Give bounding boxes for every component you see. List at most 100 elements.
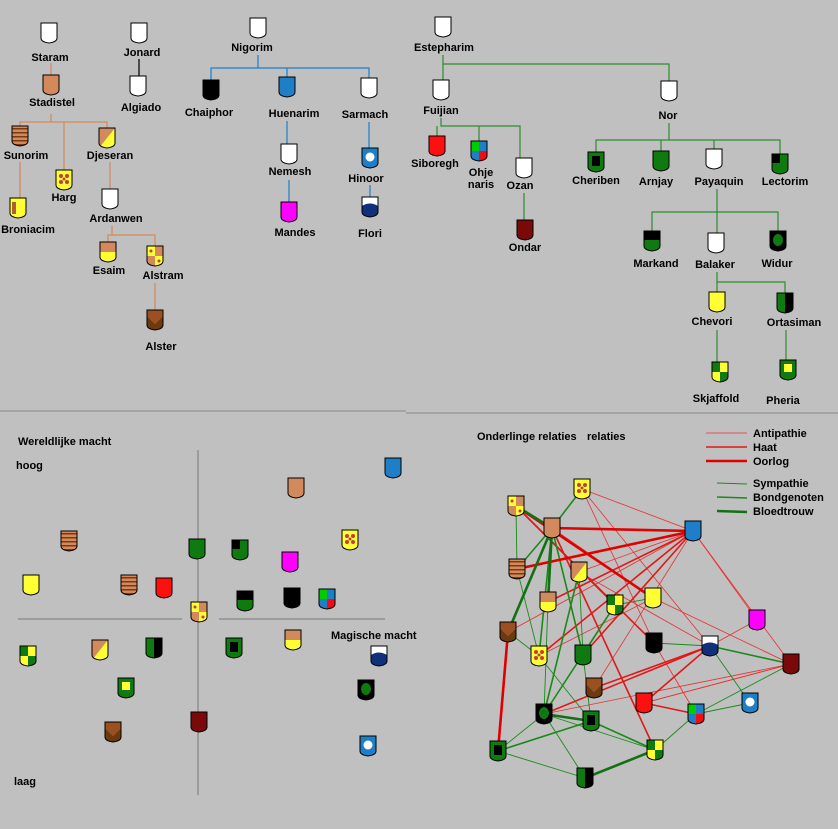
legend-swatch-bondgenoten bbox=[716, 496, 748, 499]
power-19-shield-icon bbox=[370, 645, 388, 667]
relations-title-suffix: relaties bbox=[587, 431, 626, 443]
tree-label-hinoor: Hinoor bbox=[348, 173, 384, 185]
nemesh-shield-icon bbox=[280, 143, 298, 165]
relation-antipathie-s2-s4 bbox=[581, 488, 694, 532]
edge-ardanwen-alstram bbox=[112, 234, 156, 246]
tree-node-nigorim: Nigorim bbox=[231, 17, 273, 54]
relation-node-s25-shield-icon bbox=[576, 767, 594, 789]
staram-shield-icon bbox=[40, 22, 58, 44]
relation-antipathie-s2-s14 bbox=[581, 488, 655, 644]
relation-bondgenoten-s15-s16 bbox=[709, 645, 792, 665]
relation-antipathie-s6-s4 bbox=[578, 530, 694, 573]
edge-payaquin-markand bbox=[651, 189, 718, 231]
tree-label-nigorim: Nigorim bbox=[231, 42, 273, 54]
relation-haat-s7-s4 bbox=[547, 530, 694, 603]
power-8-shield-icon bbox=[120, 574, 138, 596]
tree-node-flori: Flori bbox=[358, 196, 382, 240]
tree-label-ohjenaris-0: Ohje bbox=[469, 167, 493, 179]
edge-stadistel-sunorim bbox=[19, 114, 52, 126]
tree-node-algiado: Algiado bbox=[121, 75, 161, 114]
tree-label-balaker: Balaker bbox=[695, 259, 735, 271]
relation-sympathie-s21-s24 bbox=[543, 713, 656, 751]
cheriben-shield-icon bbox=[587, 151, 605, 173]
relation-bondgenoten-s6-s21 bbox=[543, 571, 580, 715]
tree-label-broniacim: Broniacim bbox=[1, 224, 55, 236]
relations-title: Onderlinge relaties bbox=[477, 431, 577, 443]
flori-shield-icon bbox=[361, 196, 379, 218]
relation-antipathie-s6-s15 bbox=[578, 571, 711, 647]
relation-sympathie-s19-s20 bbox=[695, 702, 751, 715]
power-high-label: hoog bbox=[16, 460, 43, 472]
nigorim-shield-icon bbox=[249, 17, 267, 39]
tree-label-ondar: Ondar bbox=[509, 242, 542, 254]
chevori-shield-icon bbox=[708, 291, 726, 313]
relation-node-s7-shield-icon bbox=[539, 591, 557, 613]
tree-label-lectorim: Lectorim bbox=[762, 176, 809, 188]
legend-item-bondgenoten: Bondgenoten bbox=[716, 492, 824, 504]
legend-item-oorlog: Oorlog bbox=[706, 456, 789, 468]
tree-label-sarmach: Sarmach bbox=[342, 109, 389, 121]
ondar-shield-icon bbox=[516, 219, 534, 241]
arnjay-shield-icon bbox=[652, 150, 670, 172]
tree-label-sunorim: Sunorim bbox=[4, 150, 49, 162]
tree-label-chaiphor: Chaiphor bbox=[185, 107, 234, 119]
ardanwen-shield-icon bbox=[101, 188, 119, 210]
tree-node-hinoor: Hinoor bbox=[348, 147, 384, 185]
relation-node-s17-shield-icon bbox=[585, 677, 603, 699]
tree-node-djeseran: Djeseran bbox=[87, 127, 134, 162]
relation-bondgenoten-s22-s24 bbox=[590, 720, 656, 751]
family-tree-edges bbox=[19, 55, 787, 362]
power-17-shield-icon bbox=[225, 637, 243, 659]
alstram-shield-icon bbox=[146, 245, 164, 267]
relation-node-s13-shield-icon bbox=[574, 644, 592, 666]
power-map bbox=[18, 450, 402, 795]
relation-node-s18-shield-icon bbox=[635, 692, 653, 714]
relation-node-s19-shield-icon bbox=[687, 703, 705, 725]
tree-label-skjaffold: Skjaffold bbox=[693, 393, 739, 405]
magic-power-label: Magische macht bbox=[331, 630, 417, 642]
relation-antipathie-s17-s4 bbox=[593, 530, 694, 689]
legend-label-antipathie: Antipathie bbox=[753, 428, 807, 440]
huenarim-shield-icon bbox=[278, 76, 296, 98]
relation-node-s20-shield-icon bbox=[741, 692, 759, 714]
power-22-shield-icon bbox=[104, 721, 122, 743]
edge-nor-cheriben bbox=[595, 123, 670, 152]
relation-node-s16-shield-icon bbox=[782, 653, 800, 675]
power-13-shield-icon bbox=[190, 601, 208, 623]
tree-node-ondar: Ondar bbox=[509, 219, 542, 254]
tree-label-cheriben: Cheriben bbox=[572, 175, 620, 187]
family-trees: StaramStadistelSunorimBroniacimHargDjese… bbox=[1, 16, 822, 407]
tree-label-ortasiman: Ortasiman bbox=[767, 317, 822, 329]
edge-ardanwen-esaim bbox=[107, 226, 113, 242]
relation-antipathie-s2-s15 bbox=[581, 488, 711, 647]
relation-edges bbox=[496, 488, 792, 780]
relation-antipathie-s12-s9 bbox=[538, 597, 654, 657]
tree-node-ortasiman: Ortasiman bbox=[767, 292, 822, 329]
power-low-label: laag bbox=[14, 776, 36, 788]
widur-shield-icon bbox=[769, 230, 787, 252]
relation-node-s9-shield-icon bbox=[644, 587, 662, 609]
tree-label-nemesh: Nemesh bbox=[269, 166, 312, 178]
edge-nor-lectorim bbox=[669, 139, 781, 154]
tree-node-jonard: Jonard bbox=[124, 22, 160, 59]
tree-node-esaim: Esaim bbox=[93, 241, 125, 277]
algiado-shield-icon bbox=[129, 75, 147, 97]
relation-oorlog-s3-s4 bbox=[551, 526, 694, 533]
relation-haat-s15-s21 bbox=[543, 645, 711, 715]
tree-label-mandes: Mandes bbox=[275, 227, 316, 239]
edge-estepharim-nor bbox=[442, 55, 670, 81]
legend-item-sympathie: Sympathie bbox=[716, 478, 809, 490]
tree-node-balaker: Balaker bbox=[695, 232, 736, 271]
tree-node-stadistel: Stadistel bbox=[29, 74, 75, 109]
power-18-shield-icon bbox=[284, 629, 302, 651]
legend-label-sympathie: Sympathie bbox=[753, 478, 809, 490]
power-4-shield-icon bbox=[188, 538, 206, 560]
relation-haat-s15-s17 bbox=[593, 645, 711, 689]
power-0-shield-icon bbox=[384, 457, 402, 479]
mandes-shield-icon bbox=[280, 201, 298, 223]
tree-label-ardanwen: Ardanwen bbox=[89, 213, 142, 225]
sarmach-shield-icon bbox=[360, 77, 378, 99]
tree-node-siboregh: Siboregh bbox=[411, 135, 459, 170]
tree-node-arnjay: Arnjay bbox=[639, 150, 674, 188]
tree-node-nemesh: Nemesh bbox=[269, 143, 312, 178]
